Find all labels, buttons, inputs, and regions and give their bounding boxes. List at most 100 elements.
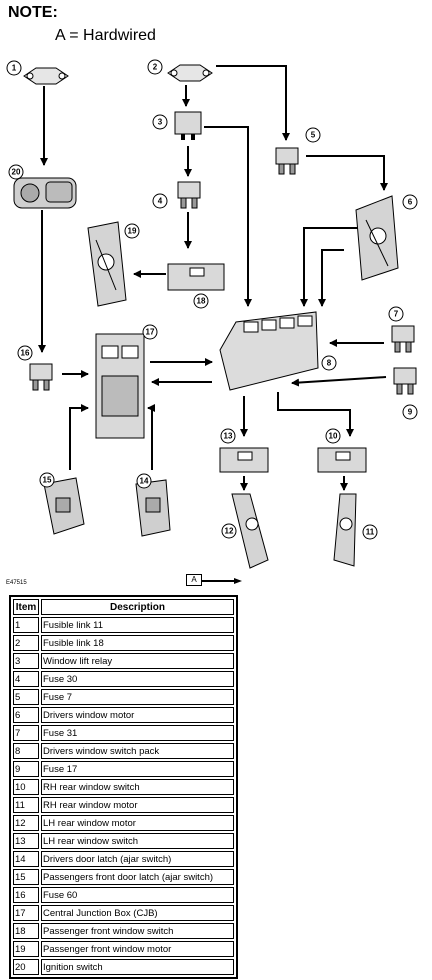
fusible-link-1 bbox=[23, 67, 69, 85]
callout-14: 14 bbox=[136, 473, 152, 489]
fuse-7 bbox=[391, 325, 415, 353]
lh-rear-window-switch bbox=[219, 447, 269, 473]
svg-text:4: 4 bbox=[158, 197, 163, 206]
fusible-link-2 bbox=[167, 64, 213, 82]
callout-20: 20 bbox=[8, 164, 24, 180]
item-number: 3 bbox=[13, 653, 39, 669]
svg-text:17: 17 bbox=[146, 328, 155, 337]
callout-17: 17 bbox=[142, 324, 158, 340]
callout-7: 7 bbox=[388, 306, 404, 322]
callout-12: 12 bbox=[221, 523, 237, 539]
item-number: 6 bbox=[13, 707, 39, 723]
callout-11: 11 bbox=[362, 524, 378, 540]
svg-text:7: 7 bbox=[394, 310, 399, 319]
callout-5: 5 bbox=[305, 127, 321, 143]
item-number: 11 bbox=[13, 797, 39, 813]
item-description: Passenger front window switch bbox=[41, 923, 234, 939]
note-title: NOTE: bbox=[8, 4, 58, 21]
item-number: 5 bbox=[13, 689, 39, 705]
drivers-window-motor bbox=[355, 195, 399, 281]
svg-text:13: 13 bbox=[224, 432, 233, 441]
callout-18: 18 bbox=[193, 293, 209, 309]
ignition-switch bbox=[13, 177, 77, 209]
rh-rear-window-switch bbox=[317, 447, 367, 473]
item-description: Passenger front window motor bbox=[41, 941, 234, 957]
item-description: RH rear window switch bbox=[41, 779, 234, 795]
passenger-front-window-switch bbox=[167, 263, 225, 291]
lh-rear-window-motor bbox=[231, 493, 269, 569]
item-description: LH rear window switch bbox=[41, 833, 234, 849]
callout-13: 13 bbox=[220, 428, 236, 444]
svg-text:8: 8 bbox=[327, 359, 332, 368]
item-description: Drivers window switch pack bbox=[41, 743, 234, 759]
callout-4: 4 bbox=[152, 193, 168, 209]
table-header-row: Item Description bbox=[13, 599, 234, 615]
item-description: Ignition switch bbox=[41, 959, 234, 975]
svg-text:12: 12 bbox=[225, 527, 234, 536]
item-description: Fuse 7 bbox=[41, 689, 234, 705]
hardwired-legend-key: A bbox=[186, 574, 202, 586]
window-lift-relay bbox=[174, 111, 202, 140]
svg-text:18: 18 bbox=[197, 297, 206, 306]
item-description: LH rear window motor bbox=[41, 815, 234, 831]
svg-text:14: 14 bbox=[140, 477, 149, 486]
svg-text:2: 2 bbox=[153, 63, 158, 72]
item-description: Fuse 30 bbox=[41, 671, 234, 687]
wiring-diagram: 1 2 3 4 5 6 7 8 9 10 11 12 13 14 15 16 1… bbox=[6, 59, 418, 569]
callout-8: 8 bbox=[321, 355, 337, 371]
svg-text:3: 3 bbox=[158, 118, 163, 127]
item-number: 15 bbox=[13, 869, 39, 885]
item-number: 4 bbox=[13, 671, 39, 687]
callout-1: 1 bbox=[6, 60, 22, 76]
svg-text:9: 9 bbox=[408, 408, 413, 417]
item-number: 10 bbox=[13, 779, 39, 795]
item-description: Fusible link 11 bbox=[41, 617, 234, 633]
rh-rear-window-motor bbox=[333, 493, 357, 567]
item-number: 14 bbox=[13, 851, 39, 867]
svg-text:16: 16 bbox=[21, 349, 30, 358]
svg-text:10: 10 bbox=[329, 432, 338, 441]
item-description: Drivers door latch (ajar switch) bbox=[41, 851, 234, 867]
item-description: Fuse 60 bbox=[41, 887, 234, 903]
hardwired-arrow-icon bbox=[202, 578, 242, 584]
fuse-9 bbox=[393, 367, 417, 395]
svg-text:19: 19 bbox=[128, 227, 137, 236]
svg-text:20: 20 bbox=[12, 168, 21, 177]
callout-19: 19 bbox=[124, 223, 140, 239]
drivers-window-switch-pack bbox=[219, 311, 319, 391]
item-number: 1 bbox=[13, 617, 39, 633]
fuse-16 bbox=[29, 363, 53, 391]
item-number: 20 bbox=[13, 959, 39, 975]
item-number: 2 bbox=[13, 635, 39, 651]
callout-3: 3 bbox=[152, 114, 168, 130]
item-number: 13 bbox=[13, 833, 39, 849]
figure-reference: E47515 bbox=[6, 580, 27, 586]
passengers-front-door-latch bbox=[43, 477, 85, 535]
column-header-description: Description bbox=[41, 599, 234, 615]
item-number: 9 bbox=[13, 761, 39, 777]
callout-6: 6 bbox=[402, 194, 418, 210]
callout-16: 16 bbox=[17, 345, 33, 361]
item-description: Fusible link 18 bbox=[41, 635, 234, 651]
svg-text:15: 15 bbox=[43, 476, 52, 485]
item-number: 7 bbox=[13, 725, 39, 741]
svg-text:6: 6 bbox=[408, 198, 413, 207]
svg-text:11: 11 bbox=[366, 528, 375, 537]
